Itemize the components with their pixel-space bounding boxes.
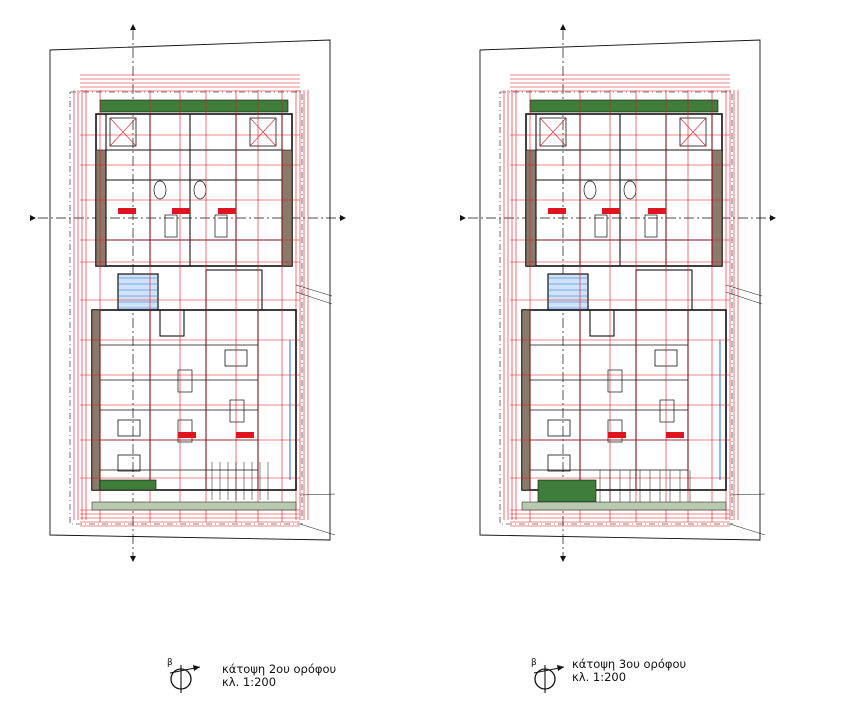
hatched-wall-right [281,149,293,267]
plan-caption-3rd: κάτοψη 3ου ορόφου κλ. 1:200 [572,658,686,684]
fixture-ellipse [583,180,597,200]
level-tag [602,208,620,214]
lower-block-walls [521,309,727,491]
table-furniture [607,369,623,393]
fixture-ellipse [153,180,167,200]
hatched-wall-left [525,149,537,267]
shaft-cross [109,117,137,147]
table-furniture [229,399,245,423]
plan-scale: κλ. 1:200 [572,670,627,684]
lift-shaft [159,309,185,337]
site-boundary [479,39,761,541]
table-furniture [214,214,228,238]
plan-title: κάτοψη 3ου ορόφου [572,657,687,671]
section-arrow [560,556,566,562]
compass-icon: β [167,658,201,693]
hatched-wall-left [91,309,101,491]
section-arrow [30,215,36,221]
section-arrow [130,556,136,562]
section-arrow [460,215,466,221]
floor-plan-2nd [30,24,346,562]
shaft-cross [679,117,707,147]
table-furniture [164,214,178,238]
garden-terrace [537,479,597,503]
shaft-cross [249,117,277,147]
lobby-room [635,269,693,311]
level-tag [218,208,236,214]
shaft-box [679,117,707,147]
leader-line [295,284,333,297]
level-tag [172,208,190,214]
bed-furniture [117,454,141,472]
level-tag [548,208,566,214]
table-furniture [594,214,608,238]
leader-line [299,493,336,496]
north-arrow-3rd: β [530,655,574,699]
leader-line [725,284,763,297]
table-furniture [659,399,675,423]
level-tag [666,432,684,438]
section-arrow [340,215,346,221]
leader-line [729,493,766,496]
plan-title: κάτοψη 2ου ορόφου [222,662,337,676]
planter-strip [99,99,289,113]
lower-block-walls [91,309,297,491]
level-tag [178,432,196,438]
level-tag [648,208,666,214]
table-furniture [177,419,193,443]
planter-strip [529,99,719,113]
bed-furniture [547,454,571,472]
hatched-wall-left [95,149,107,267]
setback-outline [69,91,303,525]
table-furniture [607,419,623,443]
lobby-room [205,269,263,311]
shaft-box [249,117,277,147]
north-arrow-2nd: β [166,655,210,699]
shaft-box [539,117,567,147]
level-tag [236,432,254,438]
plan-scale: κλ. 1:200 [222,675,277,689]
leader-line [729,523,766,536]
bed-furniture [547,419,571,437]
table-furniture [177,369,193,393]
floor-plan-3rd [460,24,776,562]
section-arrow [130,24,136,30]
lift-shaft [589,309,615,337]
site-boundary [49,39,331,541]
north-label: β [531,658,537,668]
section-arrow [770,215,776,221]
setback-outline [499,91,733,525]
level-tag [118,208,136,214]
stair-core [117,273,159,311]
plan-caption-2nd: κάτοψη 2ου ορόφου κλ. 1:200 [222,663,336,689]
shaft-box [109,117,137,147]
shaft-cross [539,117,567,147]
section-arrow [560,24,566,30]
leader-line [725,291,763,305]
stair-core [547,273,589,311]
planter-strip [99,479,157,491]
hatched-wall-left [521,309,531,491]
north-label: β [167,658,173,668]
hatched-wall-right [711,149,723,267]
leader-line [299,523,336,536]
leader-line [295,291,333,305]
bed-furniture [117,419,141,437]
planter-strip-bottom [521,501,727,511]
planter-strip-bottom [91,501,297,511]
table-furniture [644,214,658,238]
fixture-ellipse [193,180,207,200]
fixture-ellipse [623,180,637,200]
compass-icon: β [531,658,565,693]
level-tag [608,432,626,438]
